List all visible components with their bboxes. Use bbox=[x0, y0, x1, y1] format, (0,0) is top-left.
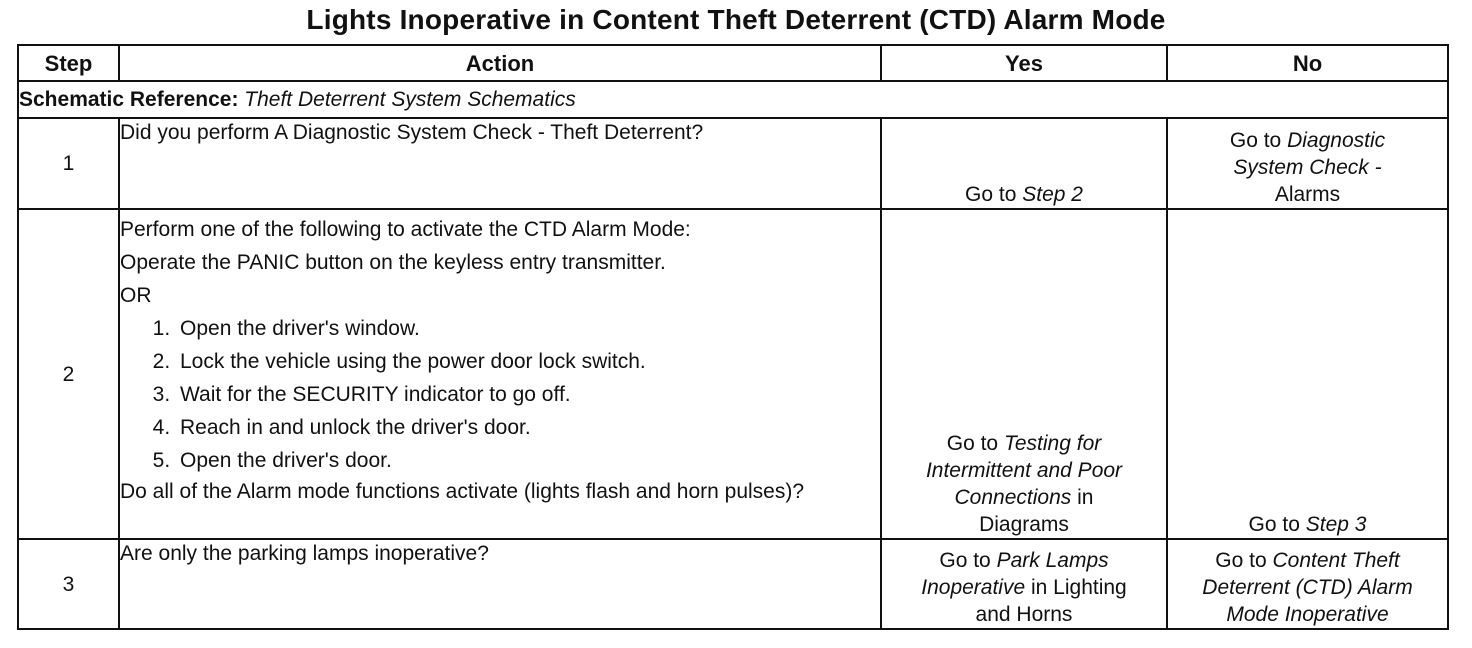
header-yes: Yes bbox=[880, 44, 1168, 82]
no-prefix: Go to bbox=[1248, 513, 1300, 536]
yes-suffix: in Lighting and Horns bbox=[975, 576, 1127, 626]
yes-prefix: Go to bbox=[946, 432, 999, 455]
action-question: Did you perform A Diagnostic System Chec… bbox=[120, 121, 704, 144]
diagnostic-table: Step Action Yes No Schematic Reference: … bbox=[17, 44, 1449, 630]
yes-link[interactable]: Step 2 bbox=[1022, 183, 1083, 206]
list-item: Lock the vehicle using the power door lo… bbox=[176, 348, 880, 375]
yes-result: Go to Step 2 bbox=[880, 117, 1168, 210]
list-item: Open the driver's window. bbox=[176, 315, 880, 342]
list-item: Open the driver's door. bbox=[176, 447, 880, 474]
no-suffix: Alarms bbox=[1274, 183, 1341, 206]
table-row: 2 Perform one of the following to activa… bbox=[17, 208, 1449, 540]
action-text: Perform one of the following to activate… bbox=[118, 208, 882, 540]
header-no: No bbox=[1166, 44, 1449, 82]
action-question: Do all of the Alarm mode functions activ… bbox=[120, 480, 805, 503]
header-step: Step bbox=[17, 44, 120, 82]
action-intro: Perform one of the following to activate… bbox=[120, 218, 691, 241]
list-item: Wait for the SECURITY indicator to go of… bbox=[176, 381, 880, 408]
header-row: Step Action Yes No bbox=[17, 44, 1449, 82]
no-link[interactable]: Content Theft Deterrent (CTD) Alarm Mode… bbox=[1202, 549, 1413, 626]
step-number: 1 bbox=[17, 117, 120, 210]
no-link[interactable]: Step 3 bbox=[1305, 513, 1367, 536]
step-number: 3 bbox=[17, 538, 120, 630]
action-text: Are only the parking lamps inoperative? bbox=[118, 538, 882, 630]
yes-result: Go to Testing for Intermittent and Poor … bbox=[880, 208, 1168, 540]
no-result: Go to Diagnostic System Check - Alarms bbox=[1166, 117, 1449, 210]
yes-suffix: in Diagrams bbox=[979, 486, 1094, 536]
yes-link[interactable]: Park Lamps Inoperative bbox=[921, 549, 1109, 599]
schematic-reference-label: Schematic Reference: bbox=[19, 88, 239, 111]
no-prefix: Go to bbox=[1215, 549, 1267, 572]
schematic-reference: Schematic Reference: Theft Deterrent Sys… bbox=[17, 80, 1449, 119]
action-or: OR bbox=[120, 284, 152, 307]
no-prefix: Go to bbox=[1229, 129, 1282, 152]
yes-prefix: Go to bbox=[965, 183, 1017, 206]
no-result: Go to Content Theft Deterrent (CTD) Alar… bbox=[1166, 538, 1449, 630]
yes-prefix: Go to bbox=[939, 549, 991, 572]
no-link[interactable]: Diagnostic System Check - bbox=[1233, 129, 1386, 179]
action-text: Did you perform A Diagnostic System Chec… bbox=[118, 117, 882, 210]
yes-link[interactable]: Testing for Intermittent and Poor Connec… bbox=[925, 432, 1123, 509]
header-action: Action bbox=[118, 44, 882, 82]
yes-result: Go to Park Lamps Inoperative in Lighting… bbox=[880, 538, 1168, 630]
page-title: Lights Inoperative in Content Theft Dete… bbox=[306, 4, 1166, 35]
no-result: Go to Step 3 bbox=[1166, 208, 1449, 540]
action-option-a: Operate the PANIC button on the keyless … bbox=[120, 251, 666, 274]
list-item: Reach in and unlock the driver's door. bbox=[176, 414, 880, 441]
action-substeps: Open the driver's window. Lock the vehic… bbox=[120, 315, 880, 474]
schematic-reference-link[interactable]: Theft Deterrent System Schematics bbox=[244, 88, 576, 111]
action-question: Are only the parking lamps inoperative? bbox=[120, 542, 489, 565]
table-row: 1 Did you perform A Diagnostic System Ch… bbox=[17, 117, 1449, 210]
table-row: 3 Are only the parking lamps inoperative… bbox=[17, 538, 1449, 630]
schematic-reference-row: Schematic Reference: Theft Deterrent Sys… bbox=[17, 80, 1449, 119]
step-number: 2 bbox=[17, 208, 120, 540]
